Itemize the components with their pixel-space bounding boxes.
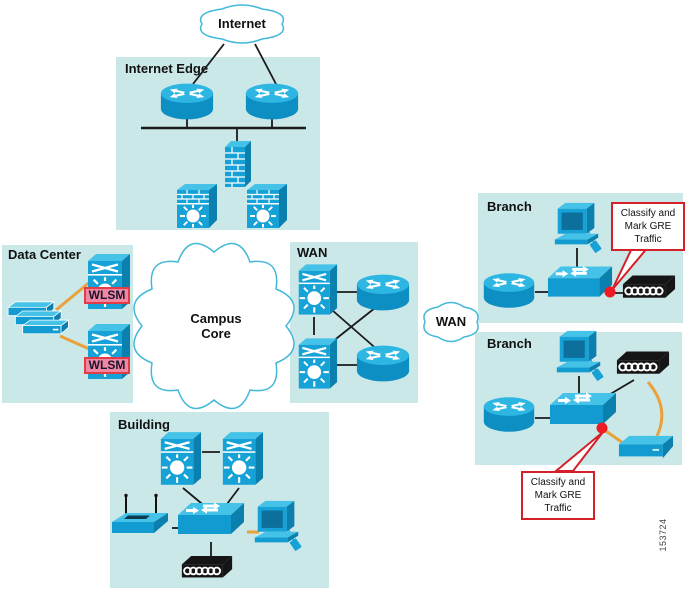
callout-classify-mark-gre-top: Classify and Mark GRE Traffic <box>611 202 685 251</box>
section-label-branch-bottom: Branch <box>487 336 532 351</box>
section-label-data-center: Data Center <box>8 247 81 262</box>
section-label-wan: WAN <box>297 245 328 260</box>
section-label-building: Building <box>118 417 170 432</box>
section-label-branch-top: Branch <box>487 199 532 214</box>
campus-core-cloud-label: Campus Core <box>190 311 242 341</box>
section-building: Building <box>110 412 329 588</box>
section-branch-bottom: Branch <box>475 332 682 465</box>
section-internet-edge: Internet Edge <box>116 57 320 230</box>
internet-cloud-label: Internet <box>218 16 266 31</box>
callout-classify-mark-gre-bottom: Classify and Mark GRE Traffic <box>521 471 595 520</box>
section-label-internet-edge: Internet Edge <box>125 61 209 76</box>
figure-number: 153724 <box>658 518 668 552</box>
wan-cloud-label: WAN <box>435 314 467 329</box>
section-wan: WAN <box>290 242 418 403</box>
wlsm-badge: WLSM <box>84 357 130 374</box>
section-data-center: Data Center <box>2 245 133 403</box>
wlsm-badge: WLSM <box>84 287 130 304</box>
